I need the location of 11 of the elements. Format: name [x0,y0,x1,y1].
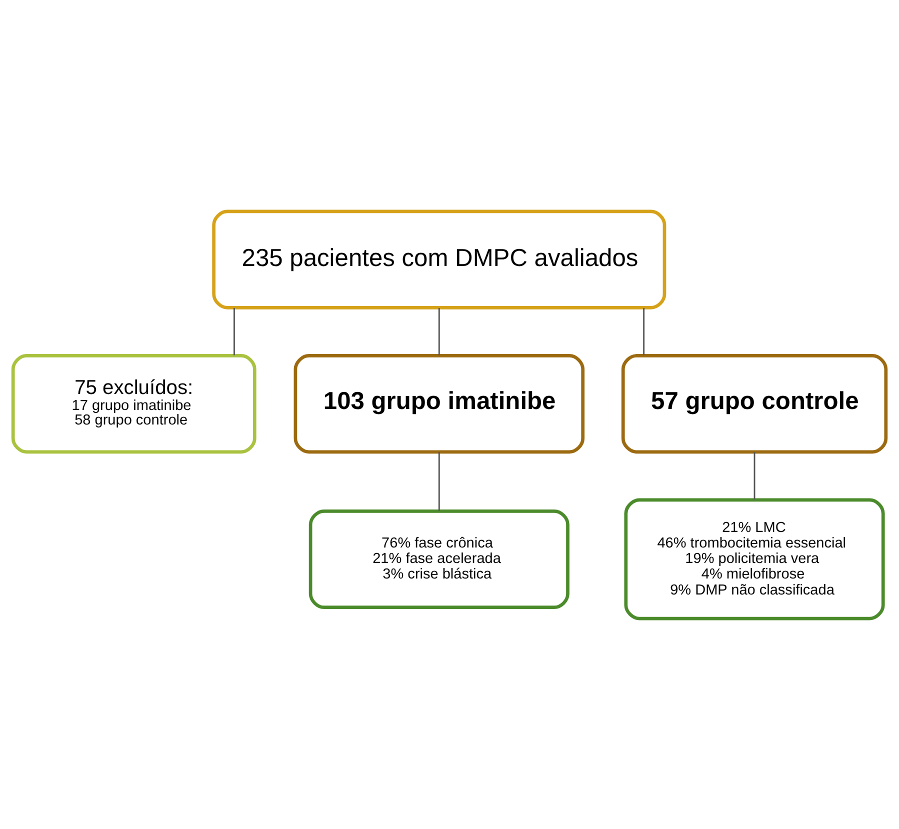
connector [438,308,440,355]
node-box: 235 pacientes com DMPC avaliados [212,209,666,309]
node-box: 21% LMC 46% trombocitemia essencial 19% policitemia vera 4% mielofibrose 9% DMP não classificada [624,498,885,620]
connector [438,452,440,510]
connector [754,452,756,499]
connector [643,308,645,355]
node-box: 76% fase crônica 21% fase acelerada 3% crise blástica [308,509,570,609]
node-box: 57 grupo controle [621,354,888,454]
node-box: 75 excluídos: 17 grupo imatinibe 58 grupo controle [11,354,256,454]
node-box: 103 grupo imatinibe [294,354,585,454]
connector [234,308,235,355]
